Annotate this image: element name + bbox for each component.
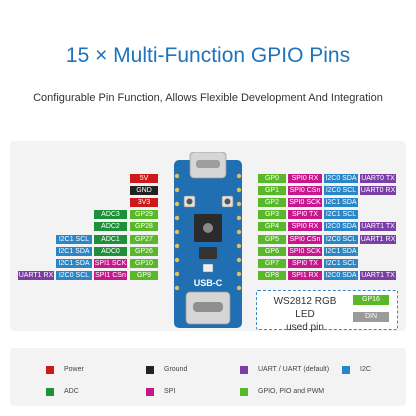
left-pin-3v3: 3V3 (130, 198, 158, 207)
legend-label: SPI (164, 387, 175, 397)
legend-swatch (342, 366, 350, 374)
usb-c-silkscreen-label: USB-C (194, 278, 223, 288)
left-pin-adc2: ADC2 (94, 222, 127, 231)
left-pin-gp26: GP26 (130, 247, 158, 256)
left-pin-gnd: GND (130, 186, 158, 195)
board-illustration: USB-C (166, 152, 250, 328)
right-pin-spi0-csn: SPI0 CSn (288, 235, 322, 244)
legend-swatch (46, 366, 54, 374)
left-pin-adc0: ADC0 (94, 247, 127, 256)
legend-label: ADC (64, 387, 79, 397)
right-pin-i2c1-scl: I2C1 SCL (324, 210, 358, 219)
right-pin-i2c0-scl: I2C0 SCL (324, 186, 358, 195)
left-pin-5v: 5V (130, 174, 158, 183)
rgb-led-icon (203, 264, 213, 272)
right-pin-gp1: GP1 (258, 186, 286, 195)
legend-label: GPIO, PIO and PWM (258, 387, 324, 397)
right-pin-spi0-csn: SPI0 CSn (288, 186, 322, 195)
right-pin-gp0: GP0 (258, 174, 286, 183)
page-title: 15 × Multi-Function GPIO Pins (0, 44, 416, 68)
right-pin-uart0-tx: UART0 TX (360, 174, 396, 183)
ws2812-din-tag: DIN (353, 312, 389, 322)
right-pin-spi1-rx: SPI1 RX (288, 271, 322, 280)
right-pin-spi0-rx: SPI0 RX (288, 222, 322, 231)
left-pin-i2c1-sda: I2C1 SDA (56, 259, 92, 268)
left-pin-i2c0-scl: I2C0 SCL (56, 271, 92, 280)
ws2812-line1: WS2812 RGB LED (263, 295, 347, 321)
flash-chip-icon (199, 247, 217, 259)
right-pin-spi0-sck: SPI0 SCK (288, 198, 322, 207)
ws2812-line2: used pin (263, 321, 347, 334)
left-pin-spi1-sck: SPI1 SCK (94, 259, 127, 268)
right-pin-i2c1-sda: I2C1 SDA (324, 247, 358, 256)
right-pin-uart1-tx: UART1 TX (360, 222, 396, 231)
legend-swatch (146, 366, 154, 374)
right-pin-i2c1-scl: I2C1 SCL (324, 259, 358, 268)
left-pin-i2c1-scl: I2C1 SCL (56, 235, 92, 244)
legend-label: UART / UART (default) (258, 365, 329, 375)
right-pin-spi0-tx: SPI0 TX (288, 210, 322, 219)
ws2812-gpio-tag: GP16 (353, 295, 389, 305)
right-pin-gp5: GP5 (258, 235, 286, 244)
right-pin-gp4: GP4 (258, 222, 286, 231)
right-pin-uart1-tx: UART1 TX (360, 271, 396, 280)
left-pin-uart1-rx: UART1 RX (18, 271, 54, 280)
right-pin-i2c1-sda: I2C1 SDA (324, 198, 358, 207)
left-pin-adc3: ADC3 (94, 210, 127, 219)
right-pin-gp3: GP3 (258, 210, 286, 219)
legend-label: Ground (164, 365, 187, 375)
ws2812-caption: WS2812 RGB LED used pin (263, 295, 347, 334)
left-pin-i2c1-sda: I2C1 SDA (56, 247, 92, 256)
left-pin-gp28: GP28 (130, 222, 158, 231)
ws2812-info-box: WS2812 RGB LED used pin GP16 DIN (256, 290, 398, 330)
legend-swatch (240, 388, 248, 396)
left-pin-gp10: GP10 (130, 259, 158, 268)
right-pin-gp8: GP8 (258, 271, 286, 280)
right-pin-spi0-rx: SPI0 RX (288, 174, 322, 183)
right-pin-i2c0-sda: I2C0 SDA (324, 222, 358, 231)
right-pin-gp2: GP2 (258, 198, 286, 207)
left-pin-gp29: GP29 (130, 210, 158, 219)
left-pin-adc1: ADC1 (94, 235, 127, 244)
right-pin-gp6: GP6 (258, 247, 286, 256)
right-pin-i2c0-scl: I2C0 SCL (324, 235, 358, 244)
page-subtitle: Configurable Pin Function, Allows Flexib… (0, 92, 416, 104)
legend: Power Ground UART / UART (default) I2C ADC SP… (10, 348, 406, 406)
left-pin-spi1-csn: SPI1 CSn (94, 271, 127, 280)
legend-swatch (240, 366, 248, 374)
right-pin-i2c0-sda: I2C0 SDA (324, 174, 358, 183)
right-pin-gp7: GP7 (258, 259, 286, 268)
right-pin-spi0-sck: SPI0 SCK (288, 247, 322, 256)
left-pin-gp27: GP27 (130, 235, 158, 244)
legend-label: Power (64, 365, 84, 375)
legend-swatch (146, 388, 154, 396)
legend-label: I2C (360, 365, 371, 375)
right-pin-uart1-rx: UART1 RX (360, 235, 396, 244)
right-pin-uart0-rx: UART0 RX (360, 186, 396, 195)
legend-swatch (46, 388, 54, 396)
right-pin-i2c0-sda: I2C0 SDA (324, 271, 358, 280)
left-pin-gp9: GP9 (130, 271, 158, 280)
right-pin-spi0-tx: SPI0 TX (288, 259, 322, 268)
